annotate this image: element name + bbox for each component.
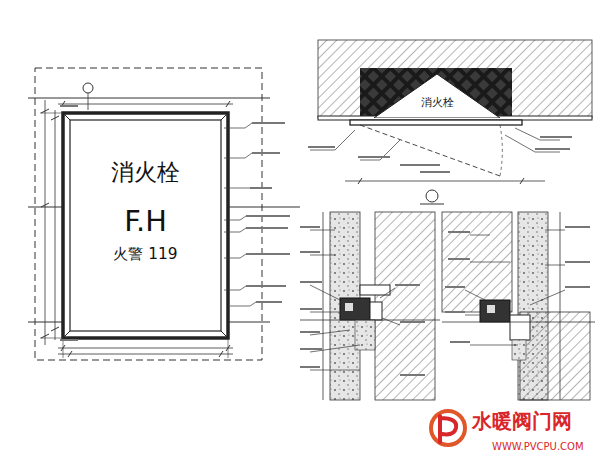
watermark-title: 水暖阀门网 [472, 410, 572, 432]
panel-text: 消火栓 [372, 96, 502, 109]
hydrant-plan-shape: 消火栓 [372, 72, 502, 118]
panel-text: 消火栓 [70, 160, 221, 185]
panel-text: F.H [70, 206, 221, 238]
hydrant-door-panel: 消火栓 F.H 火警 119 [70, 120, 221, 331]
watermark-url: WWW.PVCPU.COM [492, 441, 584, 452]
panel-text: 火警 119 [70, 246, 221, 263]
triangle-outline [372, 72, 502, 118]
